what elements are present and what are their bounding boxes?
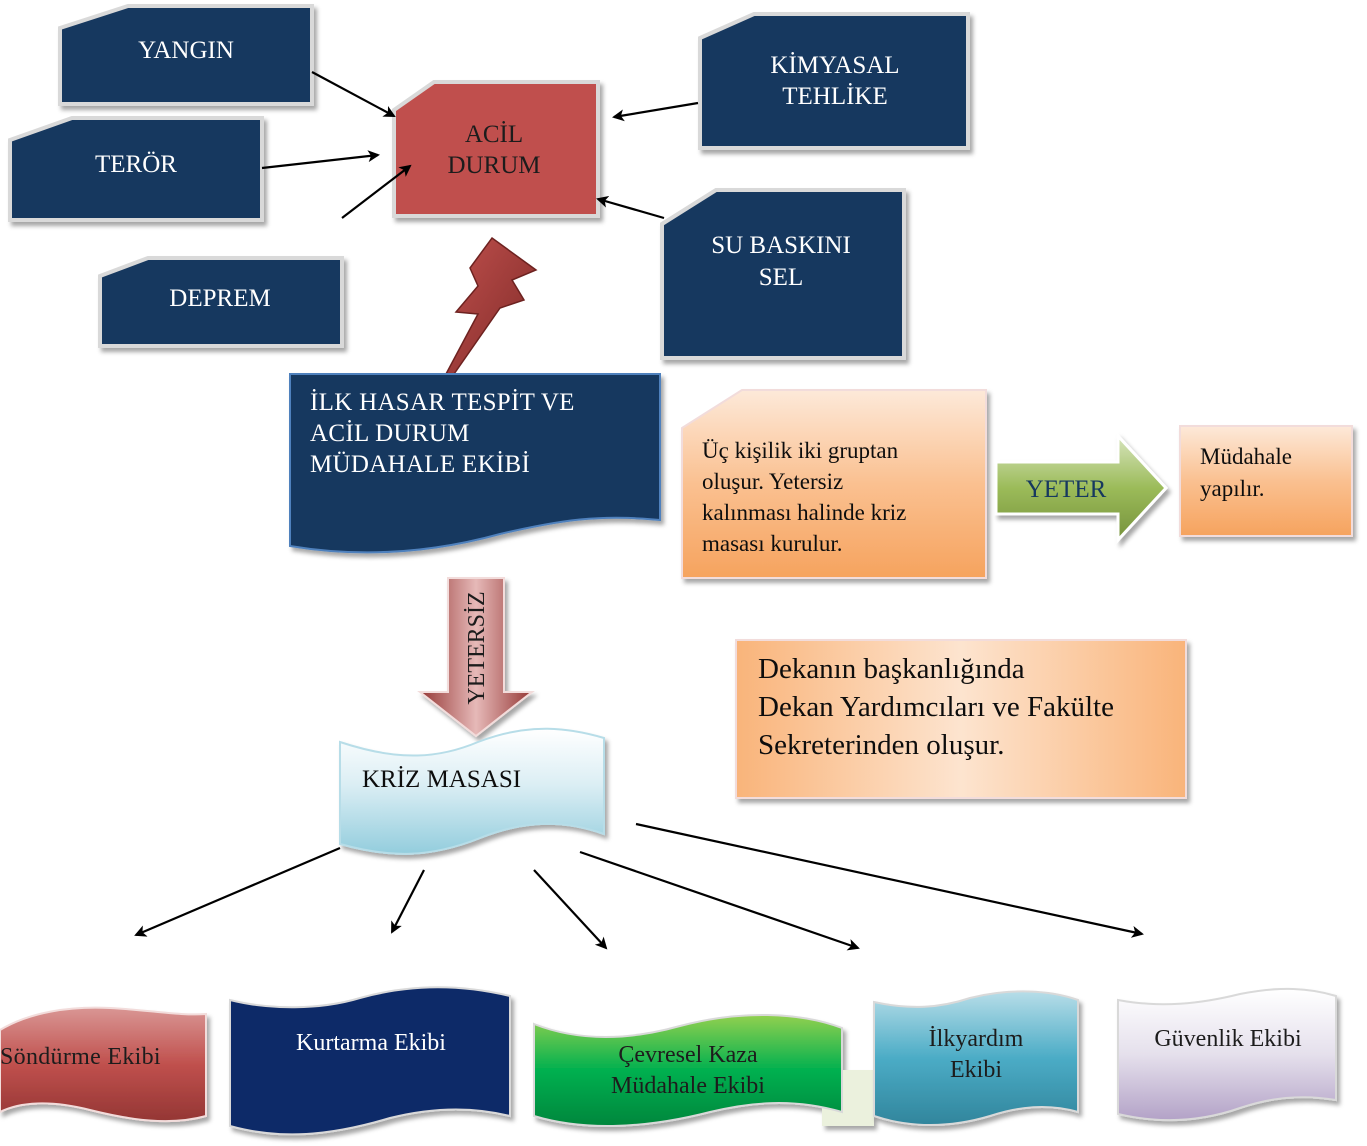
yetersiz-arrow: YETERSİZ bbox=[417, 577, 535, 738]
ilk-hasar-label-line1: İLK HASAR TESPİT VE bbox=[310, 389, 575, 416]
group-info-line1: Üç kişilik iki gruptan bbox=[702, 438, 899, 463]
teror-box: TERÖR bbox=[8, 116, 264, 222]
ilk-hasar-label-line2: ACİL DURUM bbox=[310, 420, 470, 447]
arrow-deprem-to-acil bbox=[341, 164, 412, 219]
yangin-label: YANGIN bbox=[138, 37, 234, 64]
acil-durum-box: ACİL DURUM bbox=[392, 80, 600, 218]
arrow-su-to-acil bbox=[596, 196, 665, 220]
kimyasal-label-line1: KİMYASAL bbox=[770, 52, 899, 79]
kimyasal-label-line2: TEHLİKE bbox=[782, 83, 888, 110]
sondurme-ekibi-box: Söndürme Ekibi bbox=[0, 1006, 207, 1123]
arrow-kriz-to-kurtarma bbox=[391, 869, 425, 934]
yangin-box: YANGIN bbox=[58, 4, 314, 106]
ilk-hasar-label-line3: MÜDAHALE EKİBİ bbox=[310, 451, 530, 478]
dekan-info-line3: Sekreterinden oluşur. bbox=[758, 729, 1004, 761]
deprem-box: DEPREM bbox=[98, 256, 344, 348]
sondurme-label: Söndürme Ekibi bbox=[0, 1044, 161, 1070]
guvenlik-label: Güvenlik Ekibi bbox=[1154, 1026, 1302, 1052]
mudahale-line2: yapılır. bbox=[1200, 476, 1265, 501]
cevresel-kaza-ekibi-box: Çevresel Kaza Müdahale Ekibi bbox=[533, 1013, 874, 1127]
group-info-line2: oluşur. Yetersiz bbox=[702, 469, 843, 494]
deprem-label: DEPREM bbox=[169, 285, 270, 312]
mudahale-line1: Müdahale bbox=[1200, 444, 1292, 469]
ilkyardim-label-line1: İlkyardım bbox=[929, 1026, 1024, 1052]
mudahale-box: Müdahale yapılır. bbox=[1179, 425, 1353, 537]
acil-durum-label-line2: DURUM bbox=[447, 152, 540, 179]
ilk-hasar-box: İLK HASAR TESPİT VE ACİL DURUM MÜDAHALE … bbox=[289, 373, 661, 554]
yeter-label: YETER bbox=[1026, 476, 1107, 503]
kurtarma-label: Kurtarma Ekibi bbox=[296, 1030, 446, 1056]
arrow-kimyasal-to-acil bbox=[612, 101, 699, 122]
group-info-line4: masası kurulur. bbox=[702, 531, 843, 556]
teror-label: TERÖR bbox=[95, 151, 177, 178]
guvenlik-ekibi-box: Güvenlik Ekibi bbox=[1117, 987, 1337, 1122]
kriz-masasi-label: KRİZ MASASI bbox=[362, 766, 521, 793]
group-info-box: Üç kişilik iki gruptan oluşur. Yetersiz … bbox=[681, 389, 987, 579]
yeter-arrow: YETER bbox=[994, 432, 1169, 544]
cevresel-label-line1: Çevresel Kaza bbox=[618, 1042, 758, 1068]
arrow-kriz-to-cevresel bbox=[533, 869, 608, 950]
ilkyardim-label-line2: Ekibi bbox=[950, 1057, 1002, 1083]
su-baskini-label-line2: SEL bbox=[759, 264, 803, 291]
kurtarma-ekibi-box: Kurtarma Ekibi bbox=[229, 986, 511, 1136]
arrow-kriz-to-guvenlik bbox=[635, 822, 1144, 938]
arrow-teror-to-acil bbox=[261, 150, 380, 170]
arrow-kriz-to-sondurme bbox=[134, 846, 341, 937]
dekan-info-line2: Dekan Yardımcıları ve Fakülte bbox=[758, 691, 1114, 723]
kriz-masasi-box: KRİZ MASASI bbox=[339, 727, 605, 855]
su-baskini-label-line1: SU BASKINI bbox=[711, 232, 851, 259]
lightning-bolt-icon bbox=[444, 236, 538, 375]
su-baskini-sel-box: SU BASKINI SEL bbox=[660, 188, 906, 360]
group-info-line3: kalınması halinde kriz bbox=[702, 500, 906, 525]
dekan-info-box: Dekanın başkanlığında Dekan Yardımcıları… bbox=[735, 639, 1187, 799]
ilkyardim-ekibi-box: İlkyardım Ekibi bbox=[873, 990, 1079, 1126]
dekan-info-line1: Dekanın başkanlığında bbox=[758, 653, 1025, 685]
arrow-yangin-to-acil bbox=[311, 71, 396, 117]
cevresel-label-line2: Müdahale Ekibi bbox=[611, 1073, 765, 1099]
arrow-kriz-to-ilkyardim bbox=[579, 850, 860, 951]
acil-durum-label-line1: ACİL bbox=[465, 121, 523, 148]
kimyasal-tehlike-box: KİMYASAL TEHLİKE bbox=[698, 12, 970, 150]
yetersiz-label: YETERSİZ bbox=[464, 591, 490, 704]
